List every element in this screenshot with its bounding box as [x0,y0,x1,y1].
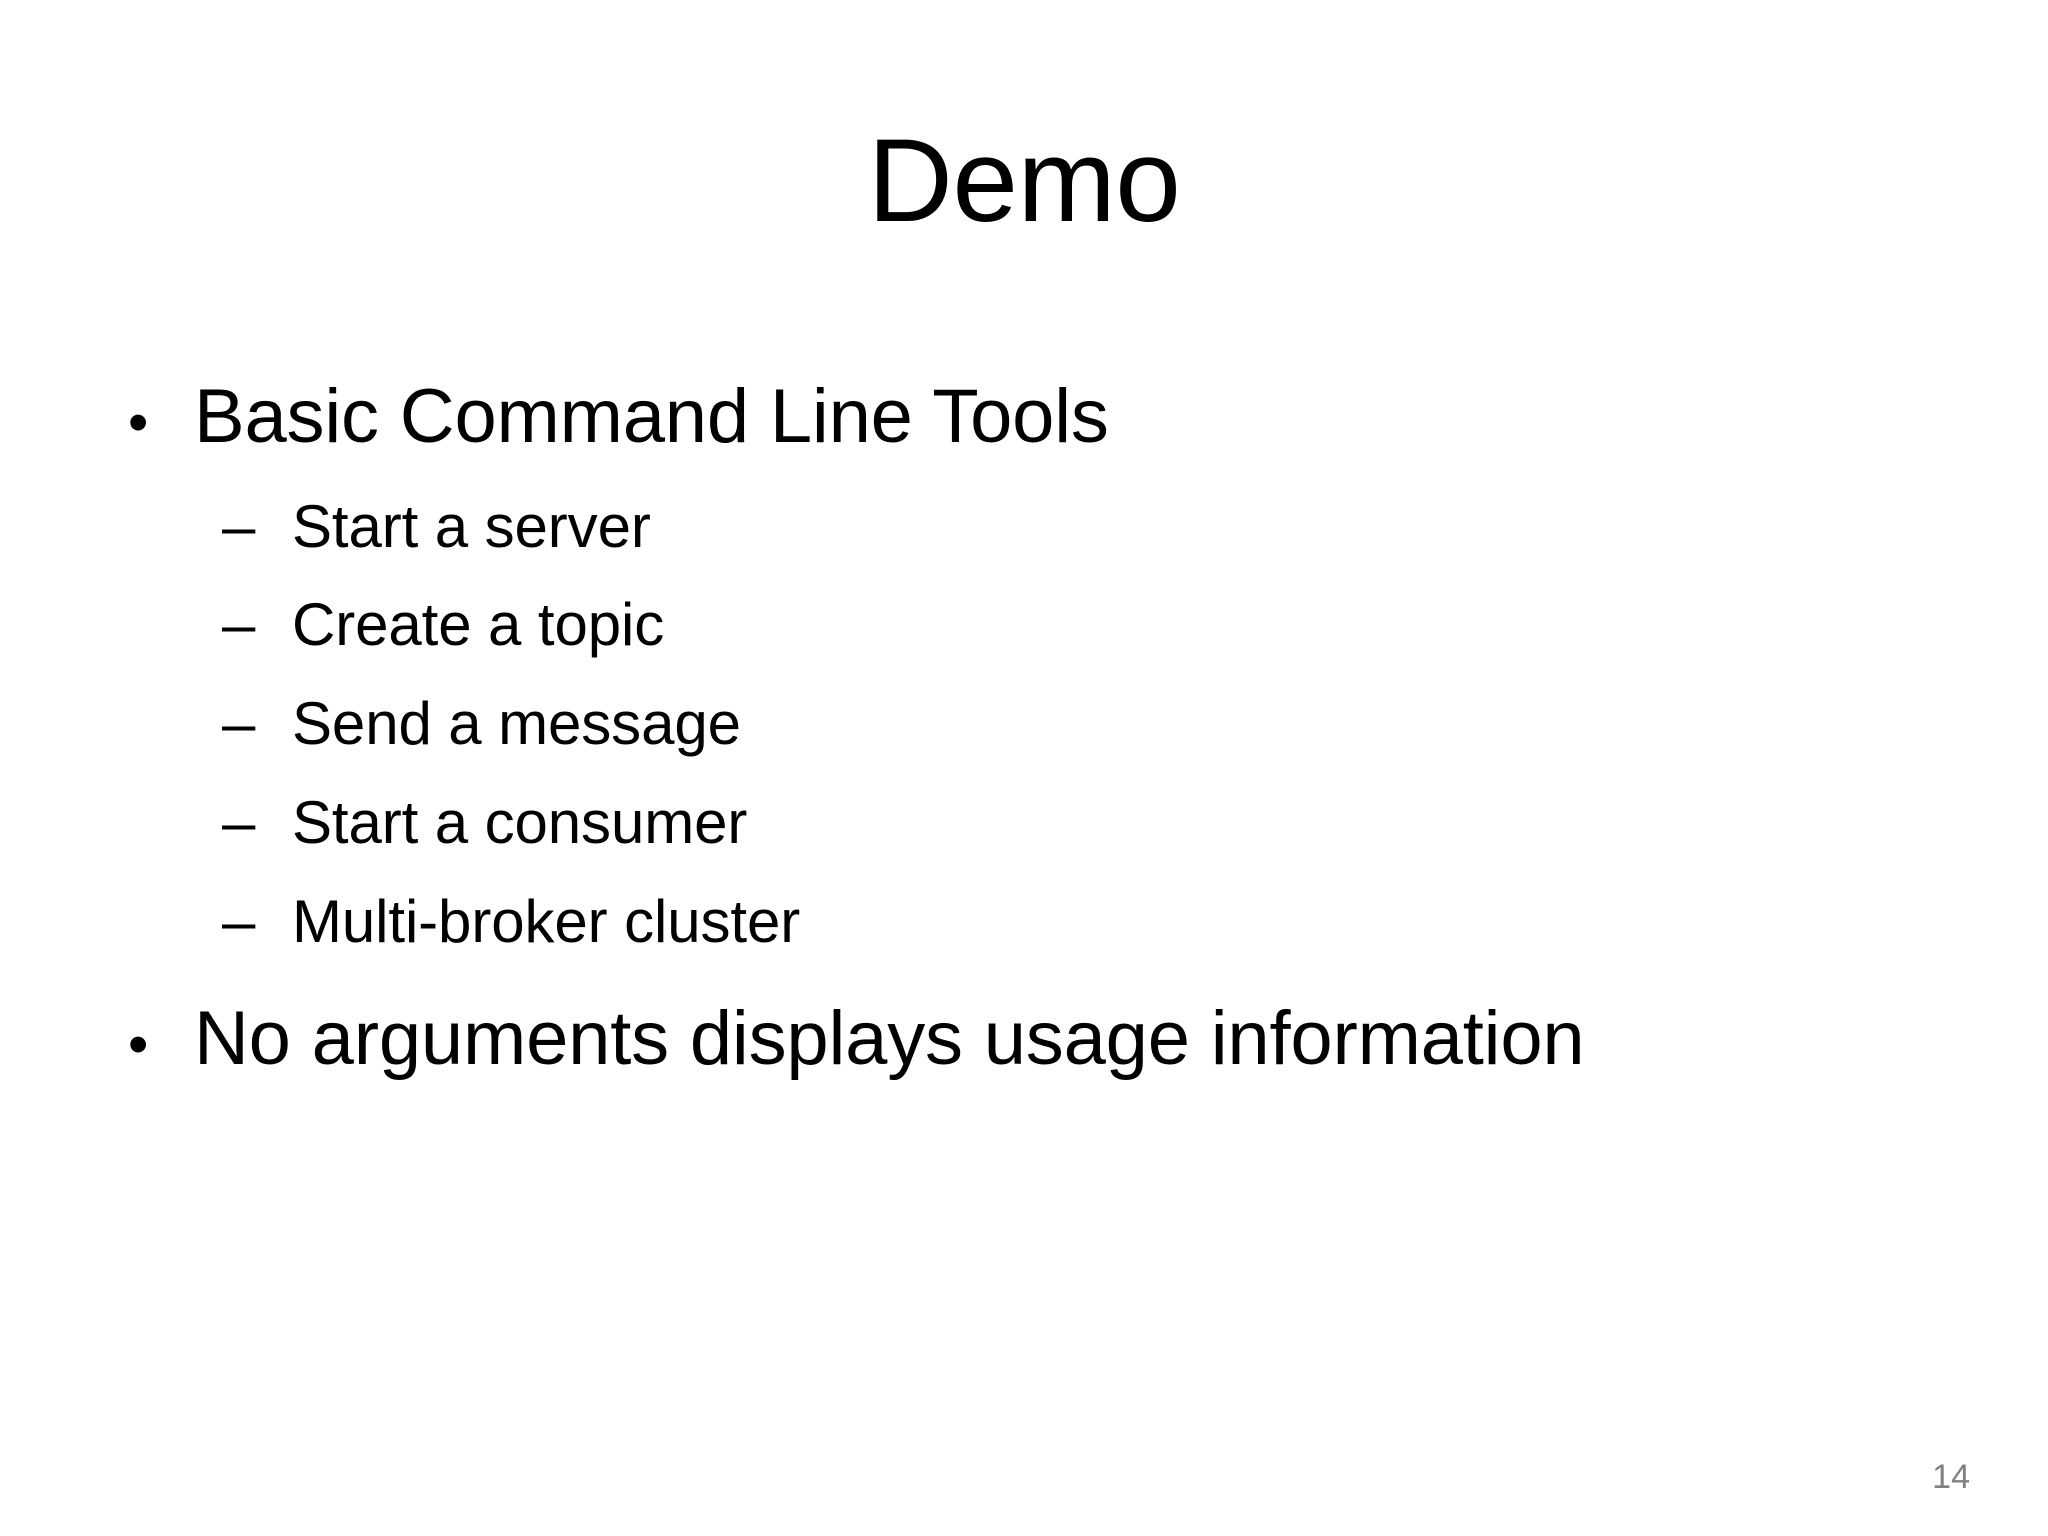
bullet-dash-icon: – [222,591,256,659]
bullet-dash-icon: – [222,492,256,560]
sub-bullet-group: – Start a server – Create a topic – Send… [0,492,2048,958]
list-item: – Multi-broker cluster [222,887,2048,958]
list-item-label: Basic Command Line Tools [194,374,1109,459]
bullet-list: • Basic Command Line Tools – Start a ser… [0,372,2048,1087]
page-title: Demo [867,115,1181,247]
list-item-label: Multi-broker cluster [292,887,801,955]
list-item: – Send a message [222,689,2048,760]
list-item: • Basic Command Line Tools [128,372,2048,462]
list-item: – Start a consumer [222,788,2048,859]
list-item: – Create a topic [222,590,2048,661]
list-item: • No arguments displays usage informatio… [128,994,2048,1084]
list-item-label: No arguments displays usage information [194,995,1585,1081]
bullet-dash-icon: – [222,887,256,955]
list-item-label: Create a topic [292,591,665,659]
bullet-dot-icon: • [128,1011,149,1077]
bullet-dash-icon: – [222,690,256,758]
bullet-dash-icon: – [222,789,256,857]
page-number: 14 [1932,1458,1970,1496]
list-item: – Start a server [222,492,2048,563]
list-item-label: Start a consumer [292,789,748,857]
list-item-label: Send a message [292,690,741,758]
list-item-label: Start a server [292,492,651,560]
bullet-dot-icon: • [128,390,149,455]
